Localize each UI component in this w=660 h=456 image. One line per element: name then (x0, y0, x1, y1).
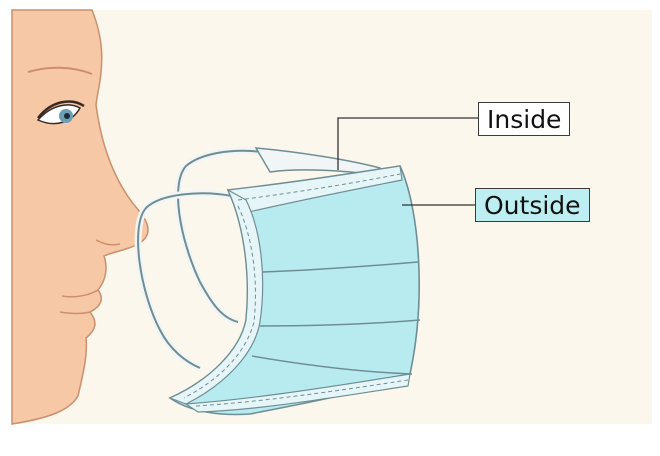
inside-label: Inside (478, 102, 570, 136)
outside-label: Outside (475, 188, 590, 222)
